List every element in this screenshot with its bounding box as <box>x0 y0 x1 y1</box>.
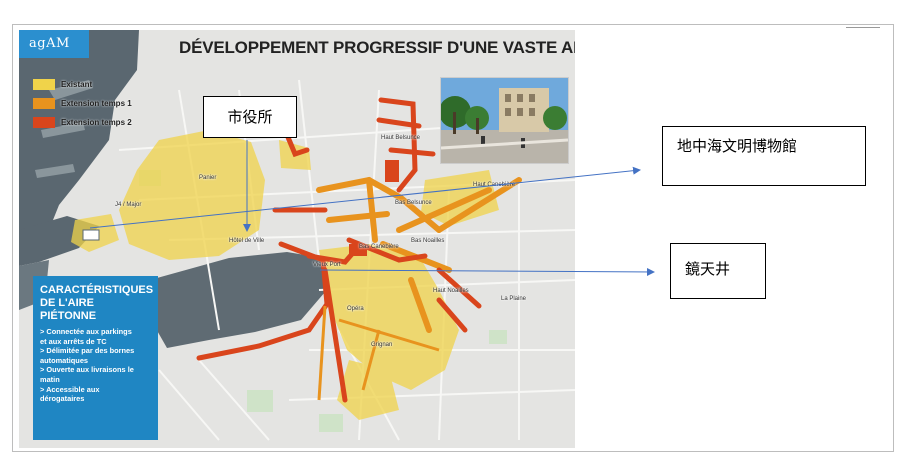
place-bas-canebiere: Bas Canebière <box>359 244 399 250</box>
characteristics-title: CARACTÉRISTIQUES DE L'AIRE PIÉTONNE <box>40 284 154 323</box>
place-haut-noailles: Haut Noailles <box>433 288 469 294</box>
characteristics-line: et aux arrêts de TC <box>40 336 107 346</box>
frame-top-tick <box>846 27 880 28</box>
place-hotel-de-ville: Hôtel de Ville <box>229 238 265 244</box>
legend-swatch-yellow <box>33 78 55 90</box>
characteristics-line: > Délimitée par des bornes <box>40 346 135 356</box>
callout-city-hall: 市役所 <box>203 96 297 138</box>
callout-ombriere: 鏡天井 <box>670 243 766 299</box>
place-opera: Opéra <box>347 306 364 312</box>
legend-label: Existant <box>61 79 93 89</box>
characteristics-line: automatiques <box>40 355 89 365</box>
place-bas-noailles: Bas Noailles <box>411 238 445 244</box>
characteristics-title-line2: DE L'AIRE PIÉTONNE <box>40 297 97 322</box>
place-grignan: Grignan <box>371 342 393 348</box>
legend-swatch-orange <box>33 97 55 109</box>
place-la-plaine: La Plaine <box>501 296 527 302</box>
characteristics-line: > Ouverte aux livraisons le <box>40 365 134 375</box>
place-panier: Panier <box>199 175 217 181</box>
pedestrian-area-map: agAM DÉVELOPPEMENT PROGRESSIF D'UNE VAST… <box>19 30 575 448</box>
legend-item-extension-1: Extension temps 1 <box>33 95 132 111</box>
characteristics-line: > Connectée aux parkings <box>40 327 132 336</box>
place-vieux-port: Vieux Port <box>313 262 341 268</box>
callout-mucem: 地中海文明博物館 <box>662 126 866 186</box>
map-legend: Existant Extension temps 1 Extension tem… <box>33 76 132 133</box>
characteristics-line: > Accessible aux <box>40 384 100 394</box>
characteristics-title-line1: CARACTÉRISTIQUES <box>40 284 154 296</box>
place-j4-major: J4 / Major <box>115 202 142 208</box>
map-title: DÉVELOPPEMENT PROGRESSIF D'UNE VASTE AIR… <box>179 38 575 57</box>
characteristics-box: CARACTÉRISTIQUES DE L'AIRE PIÉTONNE > Co… <box>33 276 158 440</box>
legend-item-existing: Existant <box>33 76 132 92</box>
characteristics-line: matin <box>40 374 60 384</box>
place-haut-belsunce: Haut Belsunce <box>381 135 421 141</box>
characteristics-line: dérogataires <box>40 394 85 404</box>
place-haut-canebiere: Haut Canebière <box>473 182 516 188</box>
place-bas-belsunce: Bas Belsunce <box>395 200 432 206</box>
agam-logo: agAM <box>19 30 89 58</box>
legend-label: Extension temps 2 <box>61 117 132 127</box>
legend-label: Extension temps 1 <box>61 98 132 108</box>
legend-item-extension-2: Extension temps 2 <box>33 114 132 130</box>
legend-swatch-red <box>33 116 55 128</box>
street-photo <box>440 77 569 164</box>
street-photo-image <box>441 78 568 163</box>
